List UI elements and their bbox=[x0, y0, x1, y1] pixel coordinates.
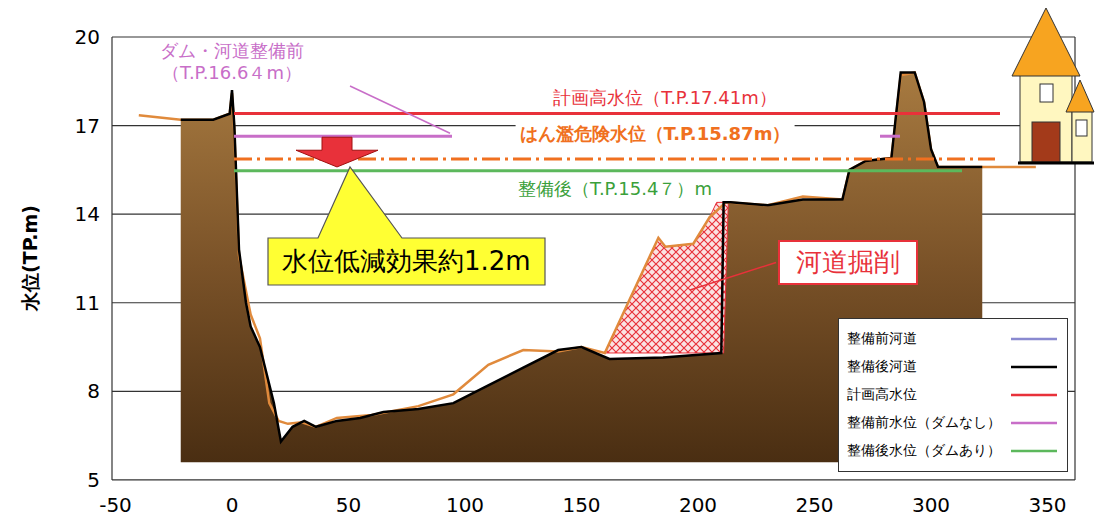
tick-label: 17 bbox=[75, 114, 100, 138]
legend-line-sample bbox=[1011, 422, 1057, 425]
y-axis bbox=[111, 37, 112, 480]
legend-line-sample bbox=[1011, 338, 1057, 341]
house-door bbox=[1032, 122, 1060, 162]
box-text: 河道掘削 bbox=[796, 245, 900, 280]
after-riverbed bbox=[181, 72, 983, 441]
tick-label: 350 bbox=[1028, 493, 1066, 517]
water-level-label: 計画高水位（T.P.17.41m） bbox=[553, 88, 776, 110]
tick-label: 300 bbox=[912, 493, 950, 517]
water-level-label: ダム・河道整備前 （T.P.16.6４m） bbox=[132, 40, 332, 83]
tick-label: 200 bbox=[679, 493, 717, 517]
grid-line bbox=[112, 36, 1075, 37]
legend-text: 整備後水位（ダムあり） bbox=[847, 442, 1001, 460]
legend-line bbox=[1009, 362, 1059, 372]
house-wall bbox=[1072, 110, 1092, 162]
legend-line bbox=[1009, 418, 1059, 428]
axis-title: 水位(TP.m) bbox=[19, 205, 42, 311]
legend-text: 整備前河道 bbox=[847, 330, 917, 348]
callout-text: 水位低減効果約1.2m bbox=[268, 238, 545, 285]
legend-line bbox=[1009, 390, 1059, 400]
legend-line bbox=[1009, 446, 1059, 456]
after-water-line bbox=[234, 169, 962, 172]
tick-label: 50 bbox=[336, 493, 361, 517]
callout-outline bbox=[268, 167, 545, 285]
tick-label: 150 bbox=[562, 493, 600, 517]
legend-text: 計画高水位 bbox=[847, 386, 917, 404]
plan-high-water-line bbox=[234, 112, 1000, 115]
legend-text: 整備前水位（ダムなし） bbox=[847, 414, 1001, 432]
before-riverbed bbox=[139, 72, 1036, 426]
tick-label: 8 bbox=[87, 379, 100, 403]
legend-line-sample bbox=[1011, 394, 1057, 397]
house-base bbox=[1018, 162, 1094, 165]
tick-label: 11 bbox=[75, 291, 100, 315]
tick-label: 14 bbox=[75, 202, 100, 226]
label-box: 河道掘削 bbox=[778, 240, 918, 285]
house-icon bbox=[1012, 8, 1094, 163]
leader-line bbox=[690, 263, 776, 291]
legend-box: 整備前河道整備後河道計画高水位整備前水位（ダムなし） 整備後水位（ダムあり） bbox=[838, 318, 1068, 472]
leader-line bbox=[350, 86, 450, 133]
excavation-area bbox=[605, 202, 728, 353]
callout-box: 水位低減効果約1.2m bbox=[268, 167, 545, 285]
house-roof bbox=[1066, 80, 1094, 112]
legend-line-sample bbox=[1011, 450, 1057, 453]
water-level-label: 整備後（T.P.15.4７）m bbox=[518, 178, 712, 200]
tick-label: 5 bbox=[87, 468, 100, 492]
legend-text: 整備後河道 bbox=[847, 358, 917, 376]
water-level-label: はん濫危険水位（T.P.15.87m） bbox=[516, 123, 795, 145]
legend-line-sample bbox=[1011, 366, 1057, 369]
tick-label: 100 bbox=[446, 493, 484, 517]
house-wall bbox=[1020, 74, 1072, 162]
tick-label: 250 bbox=[795, 493, 833, 517]
tick-label: 20 bbox=[75, 25, 100, 49]
tick-label: -50 bbox=[99, 493, 132, 517]
before-water-line bbox=[880, 135, 900, 138]
house-window bbox=[1040, 84, 1053, 102]
reduction-arrow bbox=[296, 137, 378, 167]
house-window bbox=[1076, 120, 1087, 136]
tick-label: 0 bbox=[226, 493, 239, 517]
legend-line bbox=[1009, 334, 1059, 344]
house-roof bbox=[1012, 8, 1080, 76]
grid-line bbox=[112, 479, 1075, 480]
